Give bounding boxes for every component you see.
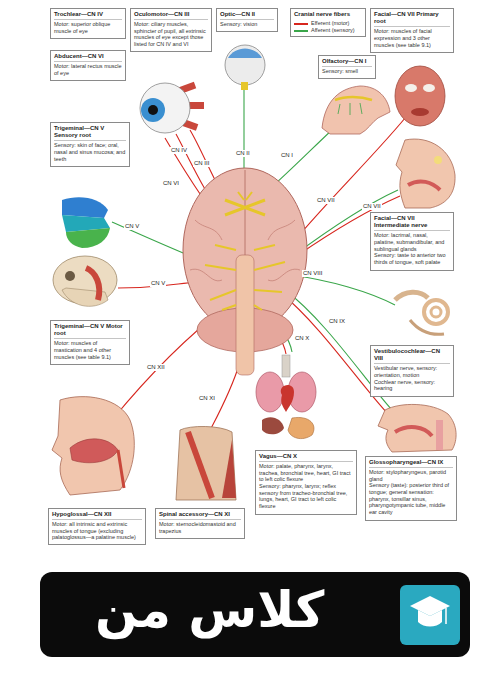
legend-swatch (294, 30, 308, 32)
eyeball (140, 82, 204, 133)
nerve-description: Motor: superior oblique muscle of eye (54, 21, 122, 34)
nerve-description: Sensory: pharynx, larynx; reflex sensory… (259, 483, 353, 509)
nerve-label: CN X (294, 335, 310, 342)
nerve-heading: Oculomotor—CN III (134, 11, 208, 20)
nerve-heading: Vestibulocochlear—CN VIII (374, 348, 450, 364)
skull (53, 256, 117, 306)
nerve-label: CN IV (170, 147, 188, 154)
nerve-heading: Optic—CN II (220, 11, 274, 20)
nerve-box: Vagus—CN XMotor: palate, pharynx, larynx… (255, 450, 357, 515)
nasal-cavity (322, 86, 390, 134)
nerve-box: Glossopharyngeal—CN IXMotor: stylopharyn… (365, 456, 457, 521)
nerve-heading: Vagus—CN X (259, 453, 353, 462)
nerve-description: Sensory: vision (220, 21, 274, 28)
nerve-label: CN III (193, 160, 210, 167)
optic-eye (225, 45, 265, 90)
nerve-heading: Facial—CN VII Primary root (374, 11, 450, 27)
nerve-description: Sensory (taste): posterior third of tong… (369, 482, 453, 515)
nerve-description: Sensory: skin of face; oral, nasal and s… (54, 142, 126, 162)
nerve-heading: Olfactory—CN I (322, 58, 372, 67)
nerve-label: CN IX (328, 318, 346, 325)
nerve-description: Motor: lacrimal, nasal, palatine, subman… (374, 232, 450, 252)
nerve-label: CN XII (146, 364, 166, 371)
nerve-label: CN VII (316, 197, 336, 204)
legend-swatch (294, 23, 308, 25)
legend-box: Cranial nerve fibersEfferent (motor)Affe… (290, 8, 366, 37)
nerve-description: Motor: ciliary muscles, sphincter of pup… (134, 21, 208, 47)
nerve-label: CN V (150, 280, 166, 287)
legend-text: Afferent (sensory) (311, 27, 355, 33)
inner-ear (395, 292, 448, 334)
nerve-box: Abducent—CN VIMotor: lateral rectus musc… (50, 50, 126, 81)
nerve-description: Motor: muscles of facial expression and … (374, 28, 450, 48)
nerve-box: Optic—CN IISensory: vision (216, 8, 278, 32)
nerve-label: CN V (124, 223, 140, 230)
tongue-section (52, 397, 134, 495)
brain (183, 168, 307, 375)
legend-text: Efferent (motor) (311, 20, 349, 26)
nerve-heading: Trigeminal—CN V Sensory root (54, 125, 126, 141)
nerve-box: Vestibulocochlear—CN VIIIVestibular nerv… (370, 345, 454, 397)
nerve-description: Motor: stylopharyngeus, parotid gland (369, 469, 453, 482)
nerve-box: Oculomotor—CN IIIMotor: ciliary muscles,… (130, 8, 212, 52)
visceral-organs (256, 355, 316, 439)
nerve-description: Motor: all intrinsic and extrinsic muscl… (52, 521, 142, 541)
legend-row: Efferent (motor) (294, 20, 362, 27)
nerve-heading: Spinal accessory—CN XI (159, 511, 241, 520)
nerve-description: Motor: lateral rectus muscle of eye (54, 63, 122, 76)
nerve-lines (112, 88, 410, 440)
nerve-box: Spinal accessory—CN XIMotor: sternocleid… (155, 508, 245, 539)
nerve-box: Trigeminal—CN V Motor rootMotor: muscles… (50, 320, 130, 365)
nerve-label: CN VI (162, 180, 180, 187)
nerve-description: Motor: sternocleidomastoid and trapezius (159, 521, 241, 534)
nerve-label: CN I (280, 152, 294, 159)
nerve-label: CN II (235, 150, 251, 157)
nerve-heading: Trigeminal—CN V Motor root (54, 323, 126, 339)
nerve-box: Trochlear—CN IVMotor: superior oblique m… (50, 8, 126, 39)
nerve-box: Facial—CN VII Intermediate nerveMotor: l… (370, 212, 454, 271)
nerve-description: Sensory: smell (322, 68, 372, 75)
nerve-label: CN VII (362, 203, 382, 210)
watermark-band (40, 572, 470, 657)
nerve-description: Motor: palate, pharynx, larynx, trachea,… (259, 463, 353, 483)
nerve-heading: Abducent—CN VI (54, 53, 122, 62)
nerve-box: Olfactory—CN ISensory: smell (318, 55, 376, 79)
nerve-description: Cochlear nerve, sensory: hearing (374, 379, 450, 392)
nerve-box: Hypoglossal—CN XIIMotor: all intrinsic a… (48, 508, 146, 545)
nerve-box: Trigeminal—CN V Sensory rootSensory: ski… (50, 122, 130, 167)
nerve-heading: Facial—CN VII Intermediate nerve (374, 215, 450, 231)
neck-muscles (176, 426, 236, 500)
face-dermatomes (62, 197, 110, 248)
nerve-description: Motor: muscles of mastication and 4 othe… (54, 340, 126, 360)
head-section (396, 139, 455, 208)
nerve-label: CN XI (198, 395, 216, 402)
nerve-box: Facial—CN VII Primary rootMotor: muscles… (370, 8, 454, 53)
nerve-label: CN VIII (302, 270, 323, 277)
nerve-heading: Trochlear—CN IV (54, 11, 122, 20)
nerve-description: Sensory: taste to anterior two thirds of… (374, 252, 450, 265)
watermark: کلاس من (95, 583, 324, 638)
nerve-description: Vestibular nerve, sensory: orientation, … (374, 365, 450, 378)
nerve-heading: Hypoglossal—CN XII (52, 511, 142, 520)
pharynx-section (378, 404, 456, 452)
legend-title: Cranial nerve fibers (294, 11, 362, 18)
nerve-heading: Glossopharyngeal—CN IX (369, 459, 453, 468)
facial-muscles (395, 66, 445, 126)
legend-row: Afferent (sensory) (294, 27, 362, 34)
